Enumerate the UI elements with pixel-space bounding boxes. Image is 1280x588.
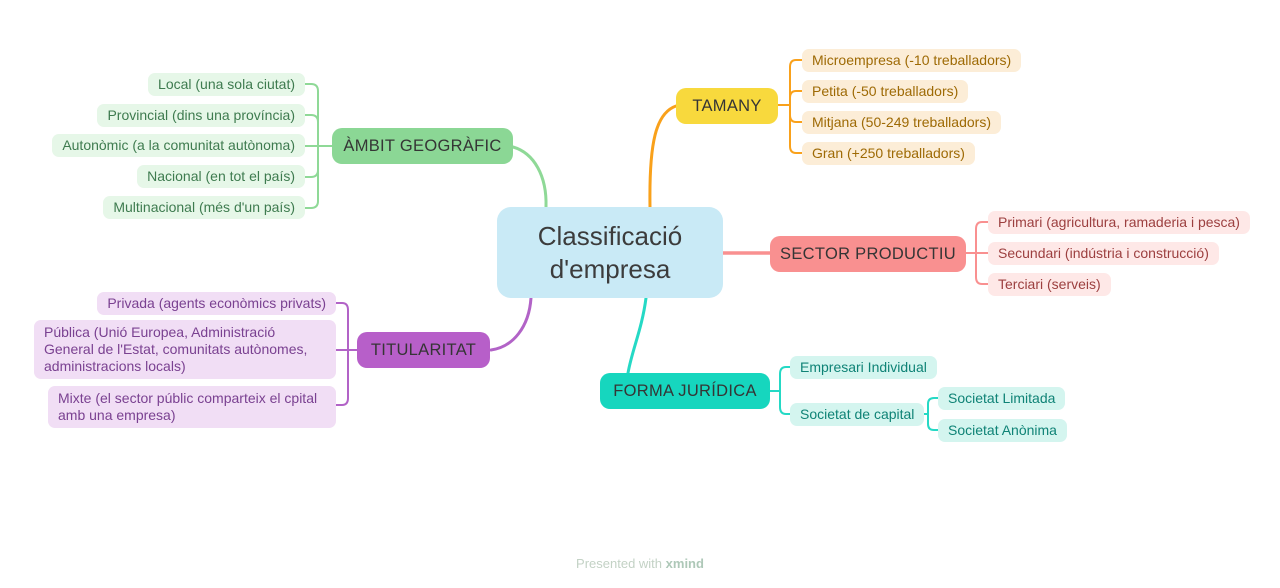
subtopic-gran[interactable]: Gran (+250 treballadors): [802, 142, 975, 165]
connector-ambit-children: [304, 83, 333, 209]
central-topic[interactable]: Classificació d'empresa: [497, 207, 723, 298]
subtopic-empresari-individual[interactable]: Empresari Individual: [790, 356, 937, 379]
connector-central-ambit: [511, 145, 548, 209]
topic-forma-juridica[interactable]: FORMA JURÍDICA: [600, 373, 770, 409]
subtopic-local[interactable]: Local (una sola ciutat): [148, 73, 305, 96]
topic-tamany[interactable]: TAMANY: [676, 88, 778, 124]
connector-central-tamany: [648, 104, 678, 209]
subtopic-provincial[interactable]: Provincial (dins una província): [97, 104, 305, 127]
watermark-brand-link[interactable]: xmind: [665, 556, 704, 571]
subtopic-autonomic[interactable]: Autonòmic (a la comunitat autònoma): [52, 134, 305, 157]
topic-ambit-geografic[interactable]: ÀMBIT GEOGRÀFIC: [332, 128, 513, 164]
subtopic-secundari[interactable]: Secundari (indústria i construcció): [988, 242, 1219, 265]
topic-titularitat[interactable]: TITULARITAT: [357, 332, 490, 368]
subtopic-terciari[interactable]: Terciari (serveis): [988, 273, 1111, 296]
subtopic-societat-limitada[interactable]: Societat Limitada: [938, 387, 1066, 410]
connector-central-forma: [626, 296, 648, 375]
subtopic-publica[interactable]: Pública (Unió Europea, Administració Gen…: [34, 320, 336, 379]
connector-forma-children: [769, 366, 791, 415]
subtopic-mixte[interactable]: Mixte (el sector públic comparteix el cp…: [48, 386, 336, 428]
central-topic-label: Classificació d'empresa: [537, 221, 683, 284]
subtopic-petita[interactable]: Petita (-50 treballadors): [802, 80, 969, 103]
connector-tamany-children: [777, 59, 803, 154]
subtopic-societat-anonima[interactable]: Societat Anònima: [938, 419, 1067, 442]
subtopic-mitjana[interactable]: Mitjana (50-249 treballadors): [802, 111, 1001, 134]
watermark-text: Presented with: [576, 556, 663, 571]
connector-central-titularitat: [489, 296, 533, 352]
connector-titularitat-children: [335, 302, 358, 406]
subtopic-privada[interactable]: Privada (agents econòmics privats): [97, 292, 336, 315]
subtopic-nacional[interactable]: Nacional (en tot el país): [137, 165, 305, 188]
subtopic-multinacional[interactable]: Multinacional (més d'un país): [103, 196, 305, 219]
watermark: Presented with xmind: [0, 556, 1280, 571]
connector-sector-children: [965, 221, 989, 285]
topic-sector-productiu[interactable]: SECTOR PRODUCTIU: [770, 236, 966, 272]
subtopic-primari[interactable]: Primari (agricultura, ramaderia i pesca): [988, 211, 1250, 234]
subtopic-societat-de-capital[interactable]: Societat de capital: [790, 403, 925, 426]
subtopic-microempresa[interactable]: Microempresa (-10 treballadors): [802, 49, 1022, 72]
